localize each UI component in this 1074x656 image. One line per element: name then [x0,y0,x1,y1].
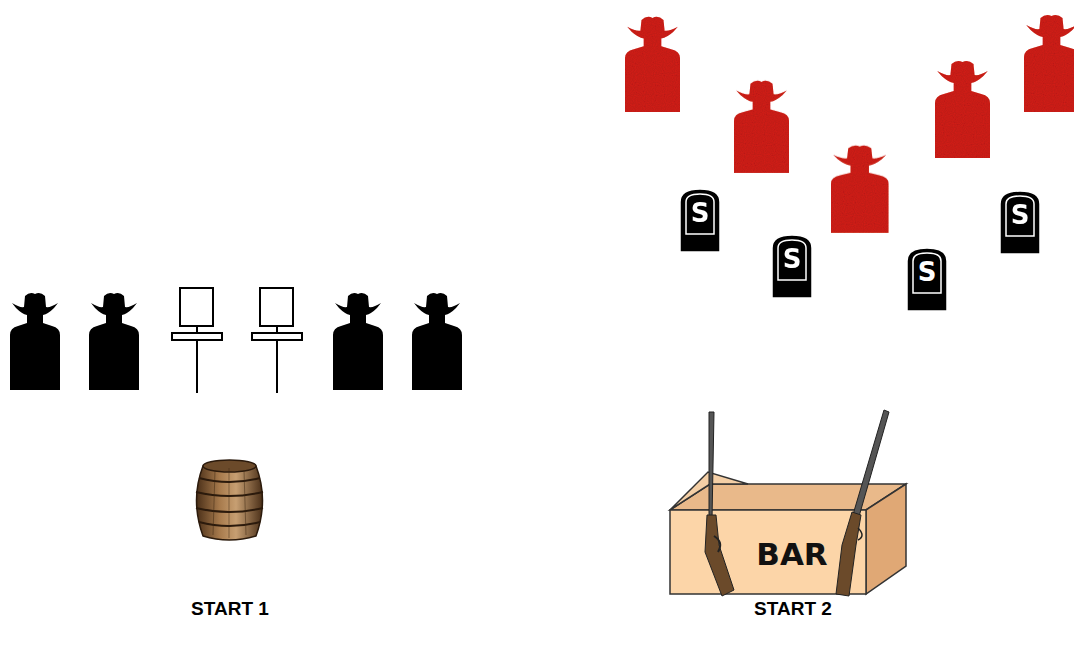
barrel-top [203,460,256,472]
silhouette-target [10,293,462,390]
rifle-target [734,81,789,173]
barrel [197,462,263,540]
plate-stand [276,340,278,393]
rifle-target [625,17,680,112]
target-letter: S [770,244,814,274]
shotgun-target: S [998,190,1042,254]
start-label: START 2 [713,598,873,620]
rifle-target [1024,15,1074,112]
plate-stand [276,326,278,333]
silhouette-target [333,293,383,390]
rifle-target [935,61,990,158]
box-label: BAR [732,536,852,572]
silhouette-target [89,293,139,390]
box-shape [668,470,908,596]
rifle-target [831,146,889,233]
plate-target [180,288,213,326]
target-letter: S [678,198,722,228]
shotgun-target: S [905,247,949,311]
box-front [670,510,866,594]
target-letter: S [998,200,1042,230]
plate-stand [196,340,198,393]
box-flap [670,472,748,510]
barrel [196,460,263,540]
box-top [670,484,906,510]
target-letter: S [905,257,949,287]
shotgun-target: S [770,234,814,298]
plate-stand [172,333,222,340]
barrel-stave [213,468,246,538]
plate-stand [252,333,302,340]
silhouette-target [412,293,462,390]
bar-box: BAR [668,470,908,596]
plate-stand [196,326,198,333]
start-label: START 1 [150,598,310,620]
barrel-hoop [196,478,263,526]
shotgun-target: S [678,188,722,252]
silhouette-target [10,293,60,390]
plate-target [260,288,293,326]
plate-target [172,288,302,393]
box-side [866,484,906,594]
